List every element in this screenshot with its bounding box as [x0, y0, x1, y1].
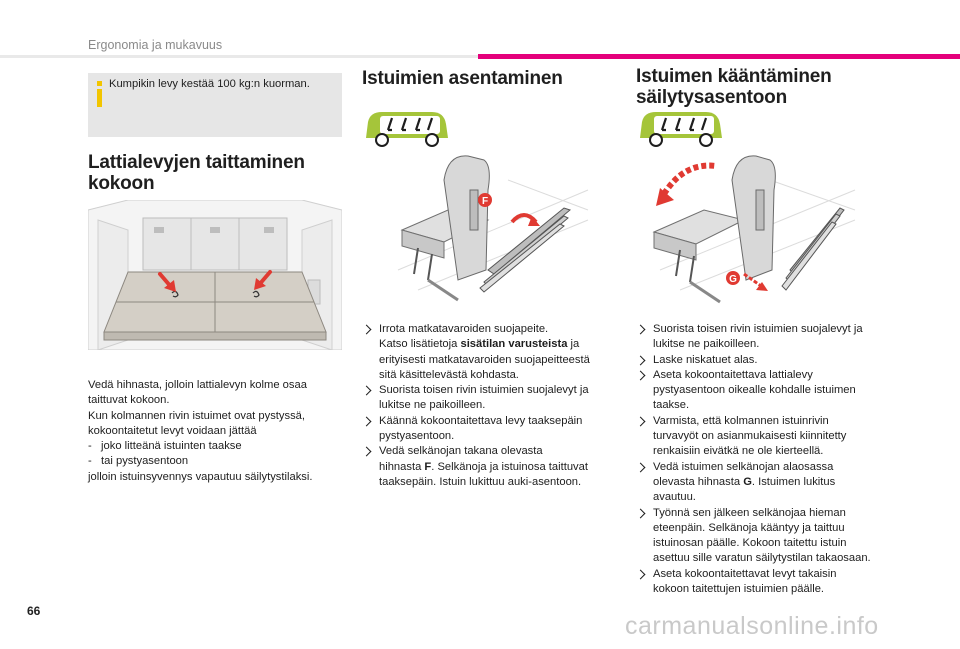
check-mark-icon: [635, 462, 646, 473]
check-mark-icon: [635, 569, 646, 580]
car-seats-icon: [366, 112, 448, 147]
step-item: Aseta kokoontaitettava lattialevy pystya…: [635, 368, 926, 414]
info-text: Kumpikin levy kestää 100 kg:n kuorman.: [109, 78, 310, 90]
info-box: Kumpikin levy kestää 100 kg:n kuorman.: [88, 73, 342, 137]
step-item: Irrota matkatavaroiden suojapeite. Katso…: [361, 322, 617, 383]
step-item: Käännä kokoontaitettava levy taaksepäin …: [361, 414, 617, 445]
car-seats-icon: [640, 112, 722, 147]
check-mark-icon: [635, 355, 646, 366]
step-item: Vedä istuimen selkänojan alaosassa oleva…: [635, 460, 926, 506]
check-mark-icon: [635, 370, 646, 381]
check-mark-icon: [361, 416, 372, 427]
header-rule: [0, 55, 478, 58]
install-seats-figure: F: [397, 155, 589, 302]
storage-seat-figure: G: [652, 155, 856, 304]
step-item: Laske niskatuet alas.: [635, 353, 926, 368]
check-mark-icon: [361, 446, 372, 457]
check-mark-icon: [361, 385, 372, 396]
storage-position-steps: Suorista toisen rivin istuimien suojalev…: [635, 322, 926, 598]
check-mark-icon: [635, 416, 646, 427]
step-item: Suorista toisen rivin istuimien suojalev…: [361, 383, 617, 414]
install-seats-steps: Irrota matkatavaroiden suojapeite. Katso…: [361, 322, 617, 490]
step-item: Aseta kokoontaitettavat levyt takaisin k…: [635, 567, 926, 598]
watermark: carmanualsonline.info: [625, 612, 879, 640]
check-mark-icon: [635, 508, 646, 519]
figure-label-g: G: [729, 274, 737, 285]
trunk-floor-figure: [88, 200, 342, 350]
step-item: Vedä selkänojan takana olevasta hihnasta…: [361, 444, 617, 490]
step-item: Suorista toisen rivin istuimien suojalev…: [635, 322, 926, 353]
page-number: 66: [27, 604, 41, 618]
header-accent-rule: [478, 54, 960, 59]
figure-label-f: F: [482, 196, 488, 207]
heading-install-seats: Istuimien asentaminen: [362, 68, 563, 89]
info-icon: [97, 81, 102, 107]
check-mark-icon: [635, 324, 646, 335]
section-title: Ergonomia ja mukavuus: [88, 38, 223, 52]
floor-panels-text: Vedä hihnasta, jolloin lattialevyn kolme…: [88, 379, 313, 483]
check-mark-icon: [361, 324, 372, 335]
step-item: Varmista, että kolmannen istuinrivin tur…: [635, 414, 926, 460]
step-item: Työnnä sen jälkeen selkänojaa hieman ete…: [635, 506, 926, 567]
